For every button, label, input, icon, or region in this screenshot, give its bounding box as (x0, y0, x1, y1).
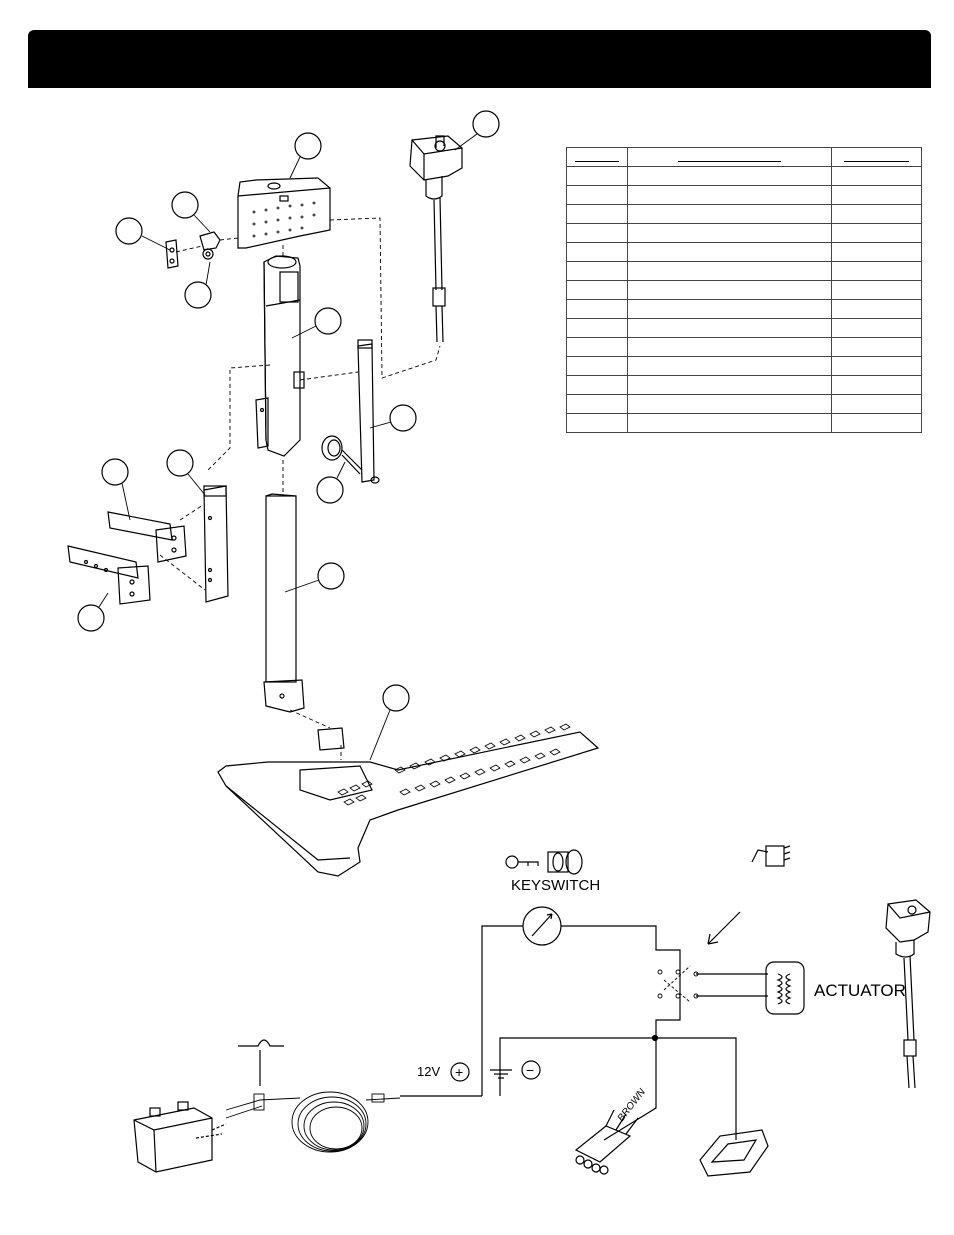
wire-color-label: BROWN (616, 1086, 649, 1124)
actuator-coil-icon (765, 961, 805, 1015)
keyswitch-label: KEYSWITCH (511, 877, 600, 894)
mount-plate (203, 485, 229, 603)
side-bar (357, 339, 380, 484)
table-cell (831, 413, 922, 433)
actuator-label: ACTUATOR (814, 981, 906, 1000)
table-header-cell (566, 147, 628, 167)
table-row (566, 223, 922, 243)
table-header-cell (626, 147, 833, 167)
terminal-symbols (450, 1060, 541, 1082)
table-row (566, 394, 922, 414)
bracket-plate (165, 239, 179, 269)
header-rule (28, 84, 931, 88)
table-row (566, 204, 922, 224)
table-row (566, 318, 922, 338)
upper-tube (255, 255, 305, 457)
toggle-switch-icon (751, 845, 791, 867)
circuit-breaker-icon (238, 1039, 284, 1086)
step-light-icon (699, 1129, 769, 1177)
battery-icon (133, 1101, 227, 1173)
actuator-top (409, 135, 463, 343)
table-cell (626, 413, 833, 433)
leader-lines (98, 133, 478, 761)
clamp-fitting (199, 231, 221, 260)
table-row (566, 356, 922, 376)
voltage-label: 12V (417, 1064, 440, 1079)
table-row (566, 166, 922, 186)
table-header-cell (831, 147, 922, 167)
table-row (566, 261, 922, 281)
dpdt-switch-symbol (657, 965, 699, 1003)
junction-dot (651, 1034, 659, 1042)
parts-table (566, 147, 922, 433)
step-platform (217, 723, 600, 877)
meter-gauge (522, 906, 562, 946)
minus-symbol: − (526, 1062, 534, 1078)
keyswitch-icon (505, 849, 583, 875)
table-header-row (566, 147, 922, 167)
callout-circles (77, 110, 500, 712)
plus-symbol: + (455, 1064, 463, 1080)
header-bar (28, 30, 931, 87)
wire-harness-coil (225, 1091, 401, 1153)
actuator-bottom (885, 899, 931, 1089)
hitch-receiver (67, 545, 151, 605)
table-row (566, 299, 922, 319)
four-pin-plug-icon (574, 1109, 639, 1175)
motor-housing (237, 177, 331, 249)
circuit-wires (400, 911, 768, 1141)
lower-tube (263, 493, 305, 713)
bushing (321, 435, 363, 475)
hitch-bar (107, 511, 187, 563)
assembly-guide-lines (159, 217, 441, 760)
table-row (566, 413, 922, 433)
